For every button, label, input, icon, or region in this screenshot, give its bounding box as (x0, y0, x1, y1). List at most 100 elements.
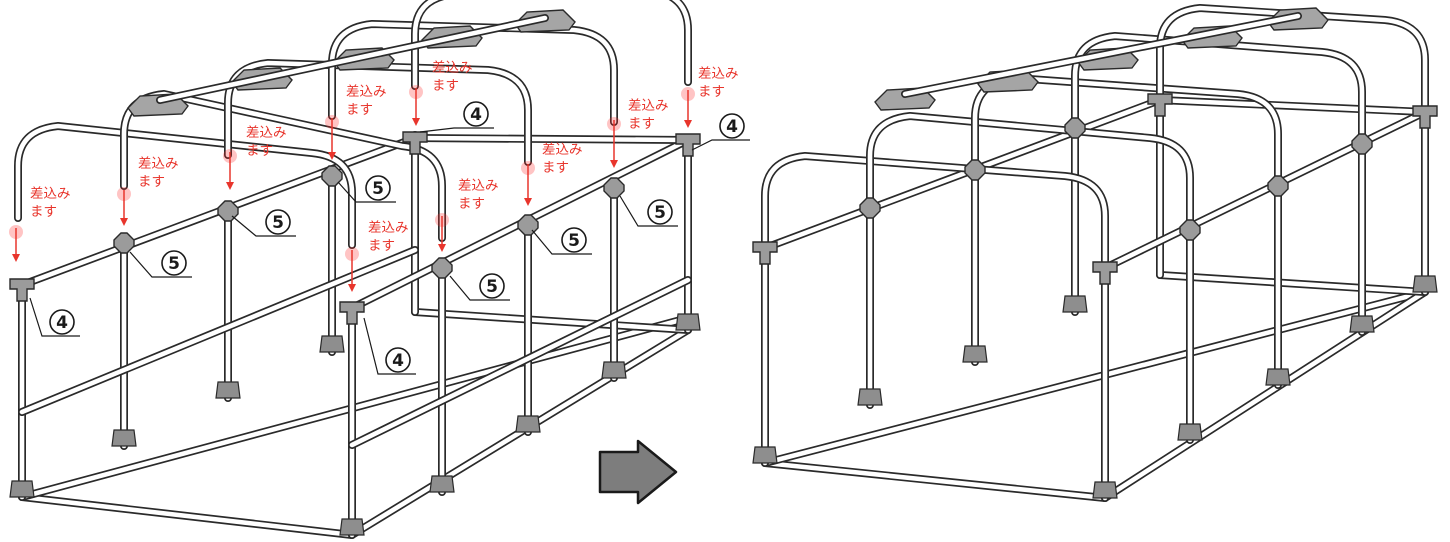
leader-line (129, 251, 192, 278)
upper-rail-left (761, 96, 1164, 252)
part-4-joint-back (402, 131, 428, 155)
base-joint-2 (962, 345, 988, 363)
part-number-circle (161, 250, 187, 276)
step-arrow-icon (598, 439, 678, 505)
part-number-5-2: 5 (231, 209, 296, 237)
base-joint-7 (601, 361, 627, 379)
insert-note-line2: ます (628, 116, 655, 132)
cross-joint-2 (1064, 117, 1086, 139)
part-number-circle (561, 227, 587, 253)
part-number-5-3: 5 (337, 175, 396, 203)
cross-joint-4 (1267, 175, 1289, 197)
base-joint-6 (1265, 368, 1291, 386)
part-number-5-4: 5 (449, 273, 510, 301)
upper-rail-back (1156, 96, 1429, 116)
insert-note-line2: ます (246, 143, 273, 159)
frame-before-insertion (9, 0, 701, 539)
down-arrow-head (12, 254, 20, 262)
leader-line (619, 195, 678, 227)
arch-3 (971, 74, 1282, 190)
part-4-joint-back-right (675, 133, 701, 157)
part-number-circle (265, 209, 291, 235)
down-arrow-head (524, 198, 532, 206)
base-joint-0 (9, 480, 35, 498)
down-arrow-head (684, 120, 692, 128)
down-arrow-head (412, 118, 420, 126)
insert-note-line2: ます (458, 196, 485, 212)
base-joint-4 (339, 518, 365, 536)
base-joint-0 (752, 446, 778, 464)
insert-note-line1: 差込み (138, 156, 179, 172)
base-rail-right (1101, 288, 1429, 502)
insert-note-line1: 差込み (346, 84, 387, 100)
part-5-joint-1 (217, 200, 239, 222)
leader-line (449, 275, 510, 301)
arch-1 (14, 122, 356, 249)
part-number-5-5: 5 (531, 227, 592, 255)
arch-2 (120, 90, 446, 242)
down-arrow-head (120, 218, 128, 226)
insert-note-line2: ます (698, 84, 725, 100)
leader-line (29, 297, 80, 337)
down-arrow-head (348, 284, 356, 292)
base-rail-front (18, 493, 356, 539)
insert-note-line2: ます (30, 204, 57, 220)
ridge-pipe (156, 14, 549, 104)
leader-line (363, 317, 416, 375)
base-rail-back (411, 308, 692, 334)
insert-note-line1: 差込み (458, 178, 499, 194)
part-number-circle (49, 309, 75, 335)
leader-line (231, 215, 296, 237)
part-5-joint-2 (321, 165, 343, 187)
tee-joint-0 (752, 241, 778, 265)
leader-line (691, 139, 750, 151)
base-joint-5 (429, 475, 455, 493)
down-arrow-head (226, 182, 234, 190)
upper-rail-back (411, 134, 692, 144)
part-4-joint-0 (9, 278, 35, 302)
upper-rail-right (1101, 108, 1429, 272)
part-number-circle (479, 273, 505, 299)
tee-joint-1 (1092, 261, 1118, 285)
ridge-pipe (901, 12, 1302, 98)
annotation-layer: 差込みます差込みます差込みます差込みます差込みます差込みます差込みます差込みます… (9, 60, 750, 375)
insert-note-line2: ます (346, 102, 373, 118)
part-5-joint-4 (517, 214, 539, 236)
part-number-label: 5 (372, 179, 384, 199)
insert-note-line1: 差込み (542, 142, 583, 158)
insert-note-line1: 差込み (698, 66, 739, 82)
part-number-4-3: 4 (419, 101, 494, 133)
tee-joint-3 (1412, 105, 1438, 129)
cross-joint-5 (1351, 133, 1373, 155)
leader-line (531, 229, 592, 255)
part-5-joint-5 (603, 177, 625, 199)
cross-joint-1 (964, 159, 986, 181)
part-number-5-6: 5 (619, 195, 678, 227)
insert-note-line1: 差込み (628, 98, 669, 114)
part-number-label: 5 (272, 213, 284, 233)
cross-joint-3 (1179, 219, 1201, 241)
part-number-4-2: 4 (363, 317, 416, 375)
base-joint-1 (111, 429, 137, 447)
base-rail-back (1156, 271, 1429, 296)
frame-after-assembly (752, 4, 1438, 502)
base-joint-1 (857, 388, 883, 406)
base-joint-4 (1092, 481, 1118, 499)
part-number-label: 5 (168, 254, 180, 274)
base-joint-3 (1062, 295, 1088, 313)
part-number-label: 5 (486, 277, 498, 297)
insert-note-line2: ます (542, 160, 569, 176)
part-5-joint-0 (113, 232, 135, 254)
part-number-5-1: 5 (129, 250, 192, 278)
down-arrow-head (438, 244, 446, 252)
leader-line (419, 127, 494, 133)
base-joint-7 (1349, 315, 1375, 333)
